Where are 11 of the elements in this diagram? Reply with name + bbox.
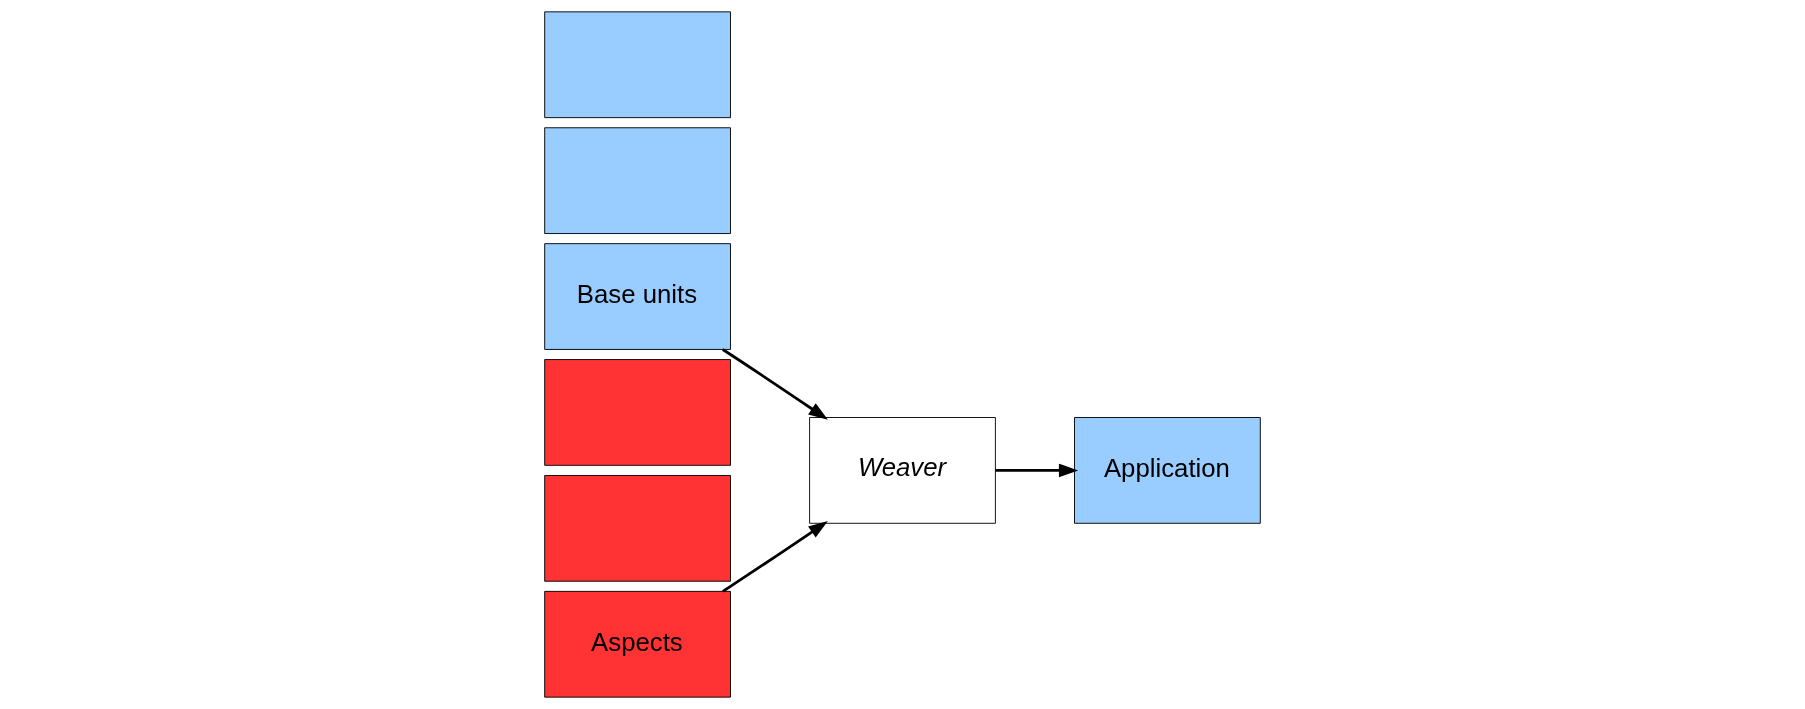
node-box — [544, 127, 731, 234]
node-box: Base units — [544, 243, 731, 350]
arrow — [995, 463, 1079, 478]
node-box — [544, 11, 731, 119]
arrow — [722, 521, 828, 593]
node-box: Weaver — [809, 417, 996, 524]
node-box — [544, 475, 731, 582]
node-box — [544, 359, 731, 466]
node-box: Application — [1074, 417, 1261, 524]
arrow — [722, 348, 828, 420]
node-box: Aspects — [544, 590, 731, 698]
